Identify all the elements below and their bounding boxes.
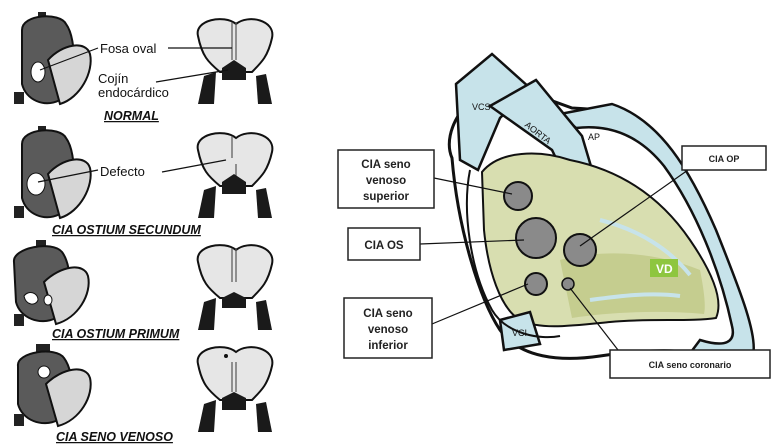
label-vci: VCI — [512, 328, 527, 338]
svg-text:CIA OS: CIA OS — [364, 240, 404, 252]
svg-text:superior: superior — [363, 191, 410, 203]
svg-text:CIA seno coronario: CIA seno coronario — [649, 360, 732, 370]
label-ap: AP — [588, 132, 600, 142]
secundum-heart-exterior — [14, 126, 91, 218]
normal-heart-section — [198, 19, 273, 104]
primum-heart-exterior — [14, 240, 89, 326]
label-fosa-oval: Fosa oval — [100, 41, 156, 56]
callout-os: CIA OS — [348, 228, 420, 260]
callout-seno-inferior: CIA seno venoso inferior — [344, 298, 432, 358]
defect-seno-superior — [504, 182, 532, 210]
svg-text:venoso: venoso — [368, 324, 408, 336]
seno-venoso-heart-exterior — [14, 344, 91, 426]
caption-ostium-primum: CIA OSTIUM PRIMUM — [52, 327, 180, 341]
label-cojin: Cojín — [98, 71, 128, 86]
svg-text:CIA OP: CIA OP — [709, 154, 740, 164]
callout-seno-coronario: CIA seno coronario — [610, 350, 770, 378]
label-defecto: Defecto — [100, 164, 145, 179]
caption-seno-venoso: CIA SENO VENOSO — [56, 430, 173, 444]
svg-text:inferior: inferior — [368, 340, 408, 352]
vd-label: VD — [656, 262, 673, 276]
normal-heart-exterior — [14, 12, 91, 104]
defect-seno-coronario — [562, 278, 574, 290]
callout-seno-superior: CIA seno venoso superior — [338, 150, 434, 208]
caption-normal: NORMAL — [104, 109, 159, 123]
svg-text:CIA seno: CIA seno — [361, 159, 410, 171]
caption-ostium-secundum: CIA OSTIUM SECUNDUM — [52, 223, 201, 237]
svg-text:CIA seno: CIA seno — [363, 308, 412, 320]
primum-heart-section — [198, 245, 273, 330]
defect-seno-inferior — [525, 273, 547, 295]
seno-venoso-heart-section — [198, 347, 273, 432]
heart-right-view — [449, 54, 754, 366]
defect-os — [516, 218, 556, 258]
label-endocardico: endocárdico — [98, 85, 169, 100]
secundum-heart-section — [198, 133, 273, 218]
callout-op: CIA OP — [682, 146, 766, 170]
svg-text:venoso: venoso — [366, 175, 406, 187]
label-vcs: VCS — [472, 102, 491, 112]
